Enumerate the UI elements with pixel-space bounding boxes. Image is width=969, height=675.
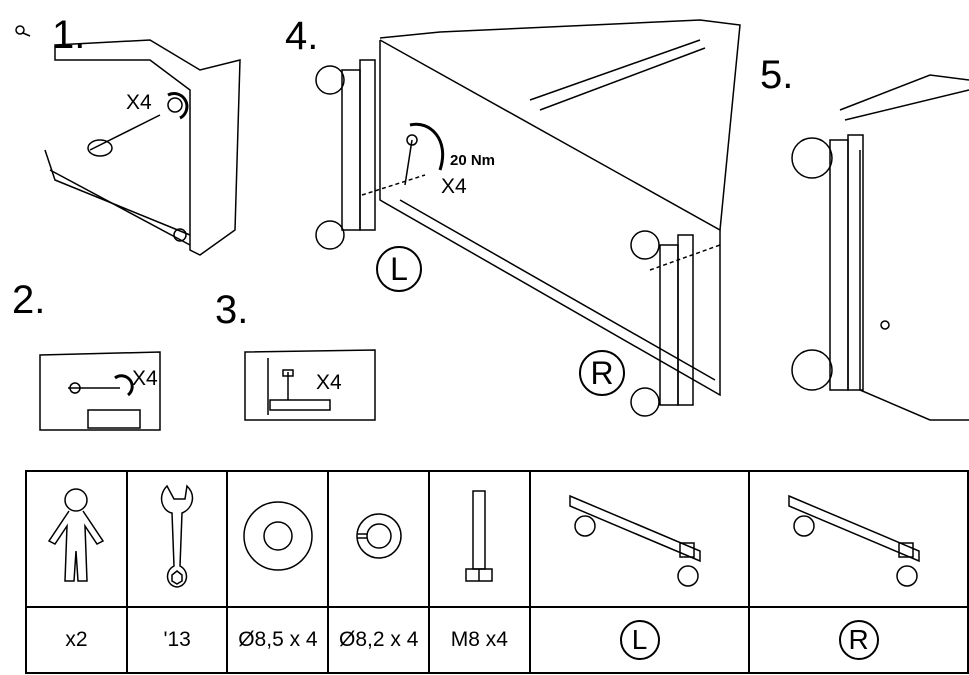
assembly-illustrations — [15, 19, 969, 431]
caster-rail-left-icon — [528, 470, 751, 608]
step2-drawing — [39, 351, 161, 431]
step4-drawing — [315, 19, 741, 417]
magnifier-icon — [15, 25, 31, 37]
part-label-washer: Ø8,5 x 4 — [226, 606, 330, 674]
left-mark: L — [376, 246, 422, 292]
step-1-number: 1. — [52, 13, 86, 57]
right-mark: R — [579, 350, 625, 396]
step1-drawing — [44, 39, 241, 256]
person-icon — [25, 470, 128, 608]
step-3-quantity: X4 — [316, 371, 342, 394]
part-label-left-rail: L — [528, 606, 751, 674]
washer-icon — [226, 470, 330, 608]
step5-drawing — [791, 74, 969, 421]
step-4-number: 4. — [285, 14, 319, 58]
part-label-bolt: M8 x4 — [428, 606, 531, 674]
step-2-quantity: X4 — [132, 367, 158, 390]
part-label-lock-washer: Ø8,2 x 4 — [327, 606, 431, 674]
part-label-person: x2 — [25, 606, 128, 674]
step3-drawing — [244, 349, 376, 421]
step-5-number: 5. — [760, 53, 794, 97]
torque-label: 20 Nm — [450, 152, 496, 169]
step-4-quantity: X4 — [441, 175, 467, 198]
parts-table: x2 '13 Ø8,5 x 4 Ø8,2 x 4 M8 x4 L R — [25, 470, 969, 674]
wrench-icon — [125, 470, 229, 608]
lock-washer-icon — [327, 470, 431, 608]
step-2-number: 2. — [12, 278, 46, 322]
caster-rail-right-icon — [748, 470, 969, 608]
part-label-right-rail: R — [748, 606, 969, 674]
part-label-wrench: '13 — [125, 606, 229, 674]
step-3-number: 3. — [215, 288, 249, 332]
step-1-quantity: X4 — [126, 91, 152, 114]
bolt-icon — [428, 470, 531, 608]
